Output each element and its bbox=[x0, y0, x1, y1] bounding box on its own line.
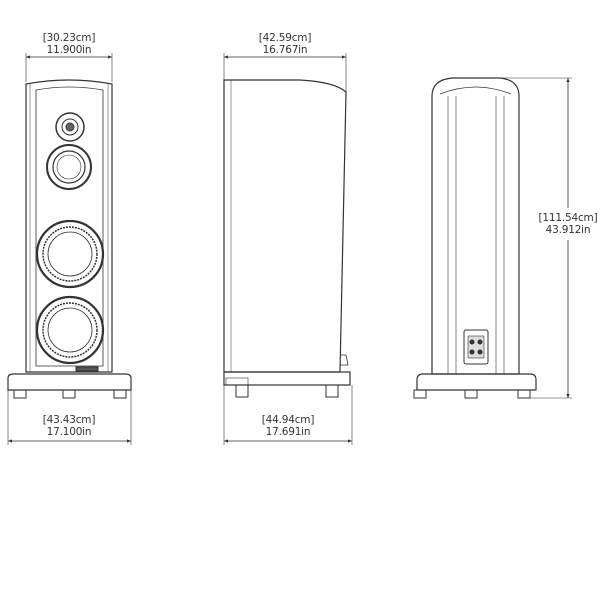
tweeter bbox=[55, 112, 85, 142]
rear-height-imperial: 43.912in bbox=[545, 224, 591, 236]
logo-badge bbox=[75, 366, 99, 372]
foot bbox=[113, 389, 127, 399]
rear-height-label: [111.54cm] 43.912in bbox=[532, 212, 600, 236]
foot bbox=[517, 389, 531, 399]
side-view bbox=[223, 53, 353, 445]
front-width-metric: [30.23cm] bbox=[42, 32, 96, 44]
front-base-imperial: 17.100in bbox=[46, 426, 92, 438]
side-base-metric: [44.94cm] bbox=[261, 414, 315, 426]
side-depth-metric: [42.59cm] bbox=[258, 32, 312, 44]
rear-plinth bbox=[416, 373, 537, 391]
side-depth-label: [42.59cm] 16.767in bbox=[235, 32, 335, 56]
side-base-imperial: 17.691in bbox=[265, 426, 311, 438]
foot bbox=[464, 389, 478, 399]
side-plinth bbox=[223, 371, 351, 386]
rear-view bbox=[413, 77, 572, 399]
foot bbox=[235, 384, 249, 398]
foot bbox=[62, 389, 76, 399]
side-base-label: [44.94cm] 17.691in bbox=[238, 414, 338, 438]
foot bbox=[13, 389, 27, 399]
woofer-lower bbox=[35, 295, 105, 365]
rear-terminal bbox=[340, 354, 349, 366]
front-view bbox=[7, 53, 132, 445]
woofer-upper bbox=[35, 219, 105, 289]
midrange-driver bbox=[46, 144, 92, 190]
front-width-imperial: 11.900in bbox=[46, 44, 92, 56]
front-base-metric: [43.43cm] bbox=[42, 414, 96, 426]
rear-height-metric: [111.54cm] bbox=[538, 212, 598, 224]
foot bbox=[413, 389, 427, 399]
front-base-label: [43.43cm] 17.100in bbox=[19, 414, 119, 438]
binding-post-plate bbox=[463, 329, 489, 365]
foot bbox=[325, 384, 339, 398]
front-plinth bbox=[7, 373, 132, 391]
front-cabinet bbox=[25, 79, 113, 373]
side-cabinet bbox=[223, 79, 347, 373]
side-depth-imperial: 16.767in bbox=[262, 44, 308, 56]
front-width-label: [30.23cm] 11.900in bbox=[19, 32, 119, 56]
